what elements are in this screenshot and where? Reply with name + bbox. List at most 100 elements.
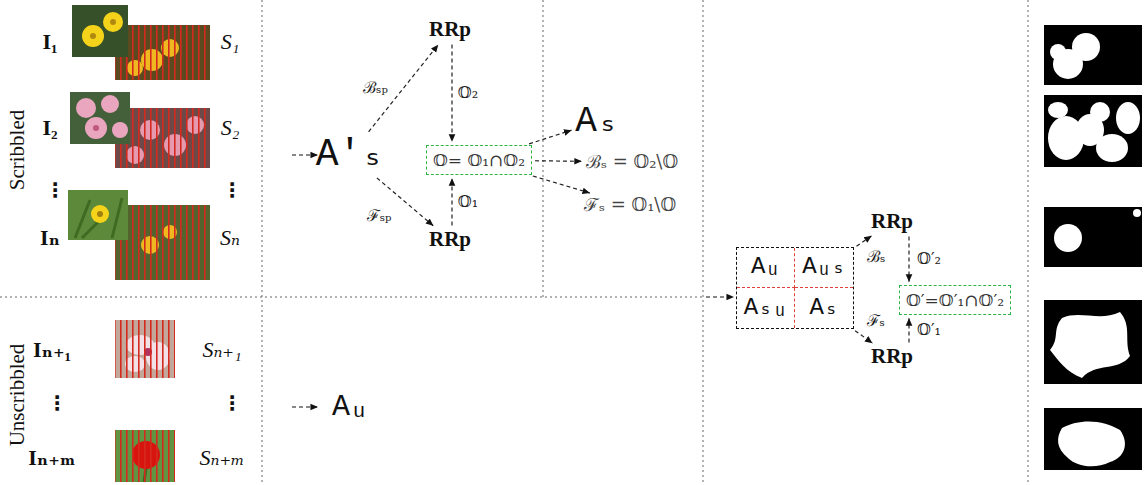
dashed-arrow <box>529 130 572 144</box>
image-label: I₂ <box>42 116 57 140</box>
image-label: I₁ <box>42 30 57 54</box>
scribble-overlay <box>115 25 210 80</box>
mask-region <box>1054 224 1082 252</box>
mask <box>1044 408 1142 470</box>
divider-line <box>543 0 544 297</box>
dashed-arrow <box>908 318 909 342</box>
flow-arrow <box>292 154 318 155</box>
divider-line <box>1028 0 1029 485</box>
image-label: Iₙ₊₁ <box>33 338 71 362</box>
edge-label: ℱₛ <box>865 312 887 330</box>
dashed-arrow <box>855 331 872 343</box>
photo <box>72 5 128 57</box>
edge-label: 𝕆′₁ <box>915 322 943 340</box>
matrix-cell: Aₛᵤ <box>737 288 795 328</box>
flower-center <box>90 33 96 39</box>
mask-region <box>1050 44 1066 60</box>
image-label: Iₙ <box>40 226 60 250</box>
divider-line <box>703 0 704 485</box>
ellipsis: ⋮ <box>222 179 242 201</box>
node-text: 𝕆= 𝕆₁∩𝕆₂ <box>433 150 525 170</box>
group-label: Unscribbled <box>6 344 29 447</box>
dashed-arrow <box>535 160 582 162</box>
node-text: Aᵤ <box>751 254 780 280</box>
mask <box>1044 25 1142 85</box>
ellipsis: ⋮ <box>222 392 242 414</box>
node-text: Aₛᵤ <box>744 295 787 321</box>
scribble-overlay <box>115 320 175 378</box>
scribble-label: S₁ <box>221 30 240 54</box>
scribbled-image <box>115 430 175 482</box>
mask-region <box>1072 33 1100 61</box>
process-label: RRp <box>429 228 471 251</box>
scribble-overlay <box>115 205 210 280</box>
process-label: RRp <box>429 18 471 41</box>
flower <box>76 98 96 118</box>
matrix-cell: Aₛ <box>795 288 853 328</box>
dashed-arrow <box>856 236 871 246</box>
scribble-overlay <box>115 430 175 482</box>
leaf <box>75 198 122 238</box>
node-text: Aₛ <box>575 102 618 142</box>
block-matrix: Aᵤ AᵤₛAₛᵤ Aₛ <box>736 247 854 329</box>
set-expression: ℬₛ = 𝕆₂\𝕆 <box>586 151 678 173</box>
edge-label: ℬₛ <box>865 248 887 266</box>
mask-region <box>1058 421 1125 466</box>
mask-region <box>1096 134 1128 162</box>
scribble-label: S₂ <box>221 116 240 140</box>
scribble-label: Sₙ₊₁ <box>202 338 241 362</box>
matrix-symbol: Aᵤ <box>332 391 368 424</box>
flower <box>85 117 107 139</box>
set-expression: ℱₛ = 𝕆₁\𝕆 <box>584 194 676 216</box>
flow-arrow <box>292 406 318 407</box>
node-text: RRp <box>871 345 913 368</box>
node-text: RRp <box>429 228 471 251</box>
flower <box>101 95 119 113</box>
matrix-cell: Aᵤₛ <box>795 248 853 288</box>
node-text: 𝕆′=𝕆′₁∩𝕆′₂ <box>906 290 1004 310</box>
flower-center <box>93 125 99 131</box>
node-text: Aᵤₛ <box>802 254 845 280</box>
intersection-box: 𝕆′=𝕆′₁∩𝕆′₂ <box>899 285 1011 315</box>
node-text: ℱₛ = 𝕆₁\𝕆 <box>584 194 676 216</box>
flower <box>82 25 104 47</box>
edge-label: 𝕆₁ <box>456 193 480 211</box>
scribbled-image <box>115 205 210 280</box>
mask <box>1044 95 1142 167</box>
node-text: Aₛ <box>810 295 839 321</box>
process-label: RRp <box>871 345 913 368</box>
dashed-arrow <box>451 178 452 225</box>
photo <box>70 92 130 144</box>
node-text: RRp <box>871 210 913 233</box>
edge-label: ℱₛₚ <box>365 207 394 225</box>
mask-region <box>1050 312 1130 378</box>
mask-region <box>1048 102 1068 118</box>
scribble-label: Sₙ₊ₘ <box>199 446 244 470</box>
flower <box>91 205 109 223</box>
scribbled-image <box>115 25 210 80</box>
mask-region <box>1133 209 1141 217</box>
scribble-label: Sₙ <box>220 226 240 250</box>
flow-arrow <box>706 296 734 297</box>
matrix-symbol: A′ₛ <box>316 134 385 176</box>
edge-label: 𝕆′₂ <box>915 250 943 268</box>
group-label: Scribbled <box>6 110 29 190</box>
ellipsis: ⋮ <box>45 179 65 201</box>
dashed-arrow <box>908 237 909 282</box>
mask <box>1044 207 1142 267</box>
intersection-box: 𝕆= 𝕆₁∩𝕆₂ <box>426 145 532 175</box>
node-text: Aᵤ <box>332 391 368 424</box>
edge-label: 𝕆₂ <box>456 84 480 102</box>
mask <box>1044 300 1142 384</box>
image-label: Iₙ₊ₘ <box>28 446 76 470</box>
divider-line <box>0 297 703 298</box>
flower <box>112 122 128 138</box>
photo <box>68 190 128 240</box>
flower-center <box>110 19 116 25</box>
process-label: RRp <box>871 210 913 233</box>
matrix-symbol: Aₛ <box>575 102 618 142</box>
